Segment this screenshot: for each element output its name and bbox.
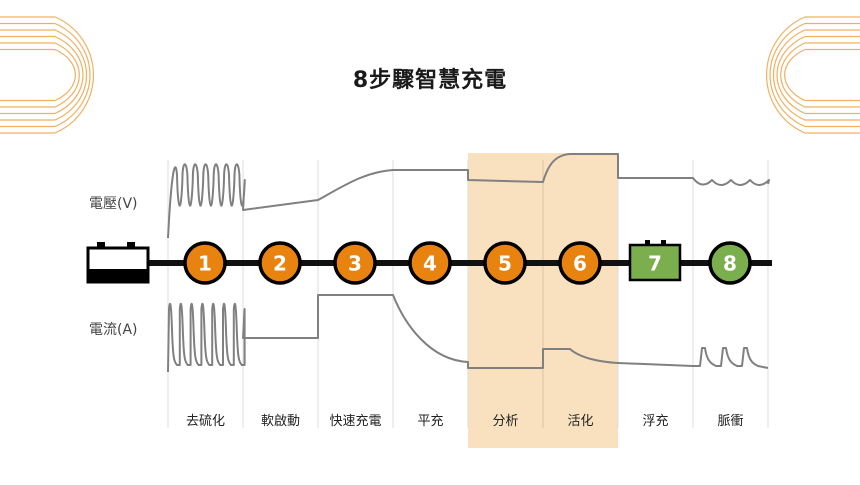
arc-line [0, 35, 84, 115]
stage-label: 軟啟動 [260, 414, 300, 429]
timeline: 1 2 3 4 5 6 7 8 [86, 240, 772, 285]
stage-label: 活化 [567, 414, 594, 429]
step-node-5: 5 [483, 241, 527, 285]
stage-dividers [167, 160, 769, 428]
step-circle [333, 241, 377, 285]
stage-label: 分析 [492, 414, 519, 429]
highlight-column [543, 153, 618, 448]
arc-line [0, 48, 76, 102]
step-number: 8 [723, 252, 737, 276]
step-number: 5 [498, 252, 512, 276]
step-circle [408, 241, 452, 285]
arc-line [780, 42, 860, 108]
arc-line [766, 16, 860, 134]
stage-label: 快速充電 [329, 414, 382, 429]
step-number: 7 [648, 252, 662, 276]
step-node-7: 7 [628, 240, 682, 282]
arc-line [776, 35, 860, 115]
decor-left-arc-lines [0, 16, 94, 134]
step-node-1: 1 [183, 241, 227, 285]
battery-terminal [645, 240, 650, 245]
battery-icon [628, 243, 682, 282]
step-node-6: 6 [558, 241, 602, 285]
stage-label: 平充 [417, 414, 444, 429]
step-number: 4 [423, 252, 437, 276]
battery-icon [86, 242, 150, 284]
arc-line [769, 22, 860, 128]
step-circle [183, 241, 227, 285]
arc-line [0, 29, 88, 121]
step-number: 2 [273, 252, 287, 276]
step-number: 1 [198, 252, 212, 276]
arc-line [0, 42, 80, 108]
stage-label: 脈衝 [717, 414, 744, 429]
waveforms [167, 153, 770, 373]
step-circle [708, 241, 752, 285]
stage-label: 去硫化 [185, 414, 225, 429]
page-title: 8步驟智慧充電 [352, 68, 508, 93]
step-node-4: 4 [408, 241, 452, 285]
highlight-column [468, 153, 543, 448]
step-circle [258, 241, 302, 285]
step-node-2: 2 [258, 241, 302, 285]
arc-line [0, 16, 94, 134]
current-label: 電流(A) [89, 322, 138, 338]
decor-right-arc-lines [766, 16, 860, 134]
step-node-8: 8 [708, 241, 752, 285]
step-number: 6 [573, 252, 587, 276]
voltage-label: 電壓(V) [89, 196, 138, 212]
step-circle [558, 241, 602, 285]
voltage-waveform [167, 153, 770, 239]
step-node-3: 3 [333, 241, 377, 285]
arc-line [0, 22, 91, 128]
step-number: 3 [348, 252, 362, 276]
stage-label: 浮充 [642, 414, 669, 429]
arc-line [784, 48, 860, 102]
battery-terminal [661, 240, 666, 245]
highlight-region [468, 153, 618, 448]
step-nodes: 1 2 3 4 5 6 7 8 [183, 240, 752, 285]
step-circle [483, 241, 527, 285]
current-waveform [167, 294, 769, 373]
arc-line [772, 29, 860, 121]
